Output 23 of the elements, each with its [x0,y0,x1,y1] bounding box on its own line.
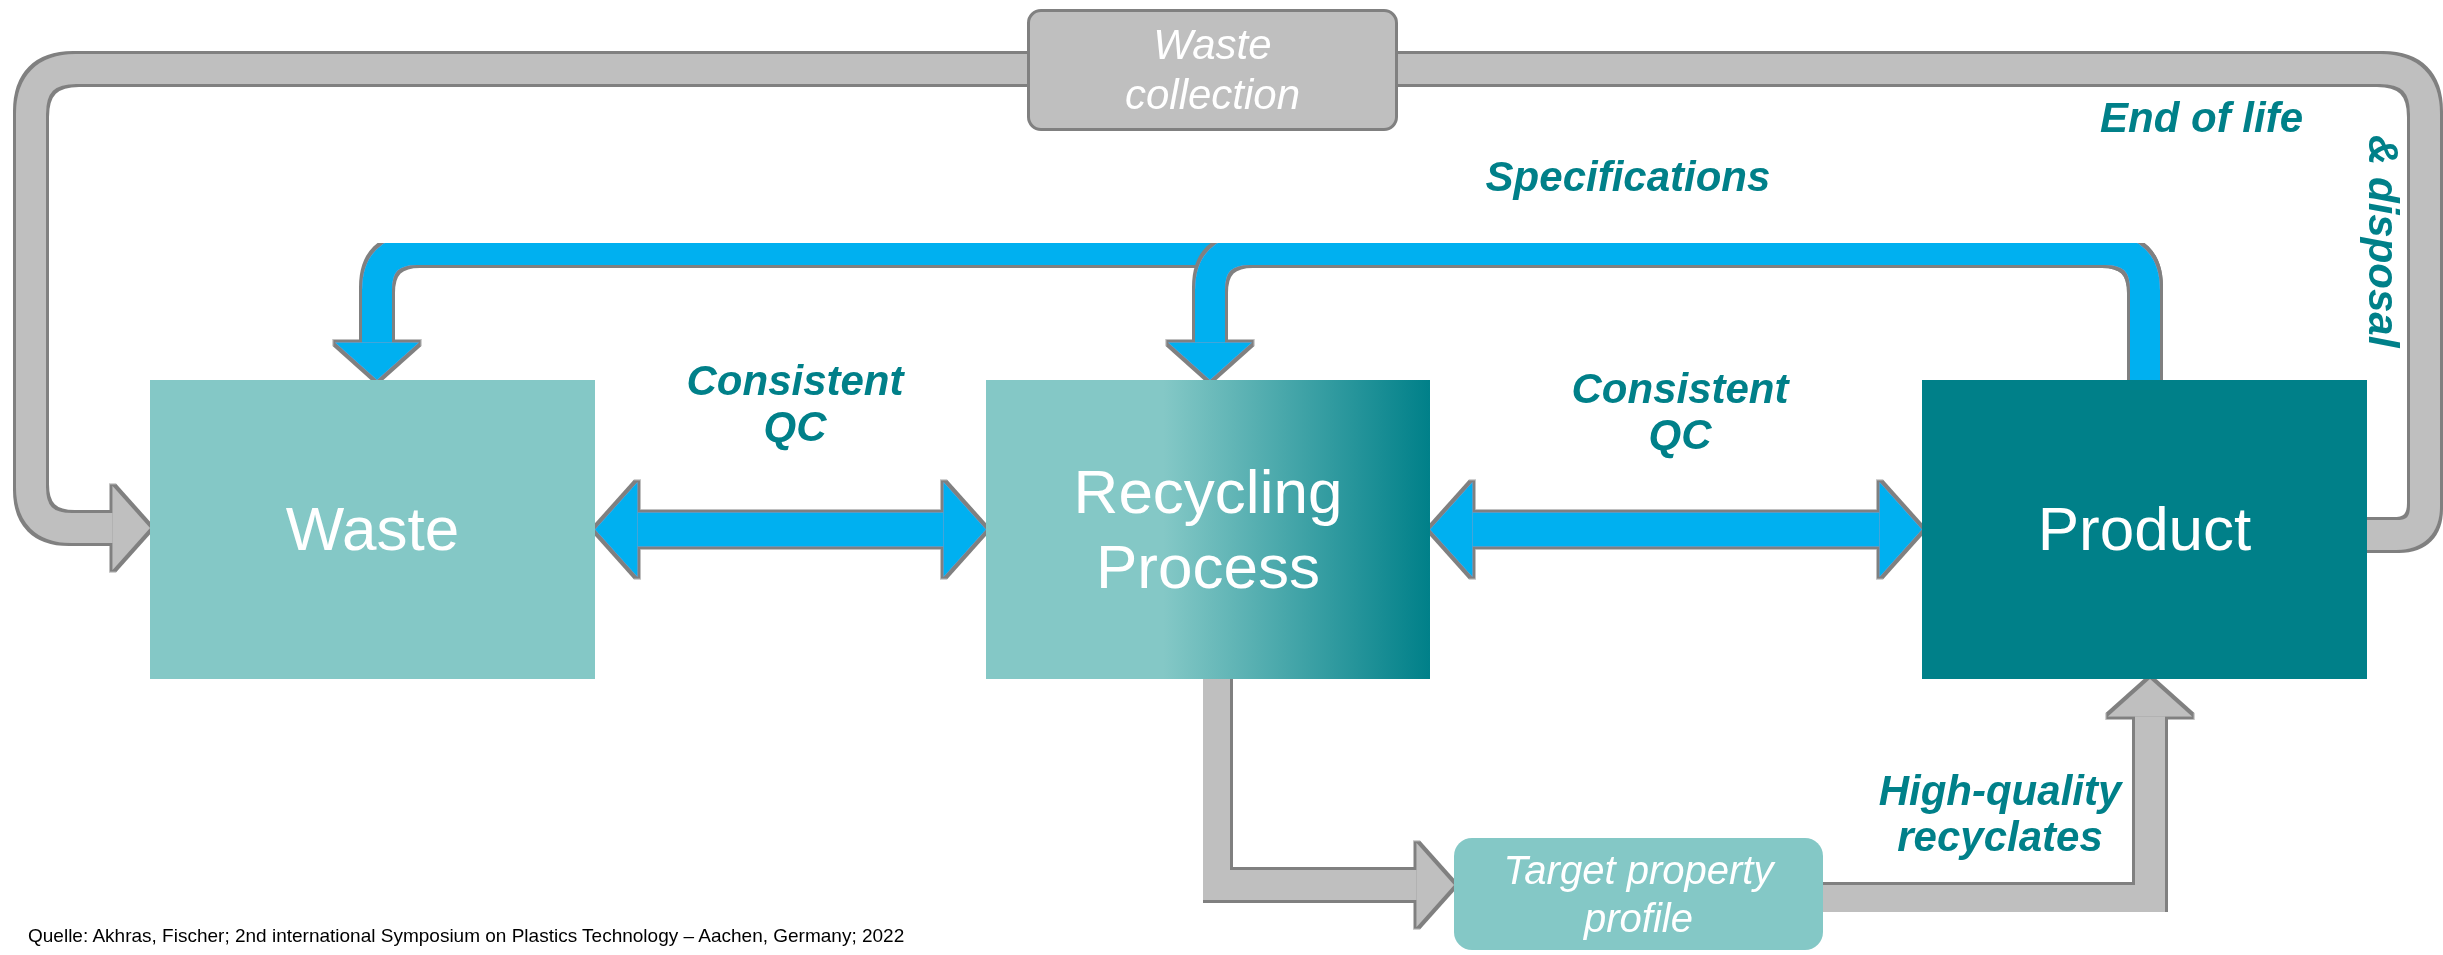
edge-label: Specifications [1484,153,1772,200]
process-box [1922,380,2367,679]
edge-label: Consistent QC [1570,365,1791,458]
block-arrow [1823,679,2192,915]
block-arrow [1430,481,1922,578]
block-arrow [1168,235,2160,380]
stage-label: & disposal [2360,135,2407,348]
box-label: Product [2036,493,2253,566]
process-box [986,380,1430,679]
process-box [1027,9,1398,131]
edge-label: High-quality recyclates [1877,767,2124,860]
stage-label: End of life [2100,95,2303,142]
block-arrow [1200,679,1454,927]
box-label: Waste collection [1123,19,1302,120]
block-arrow [16,54,1027,570]
box-label: Target property profile [1502,847,1777,942]
block-arrow [595,481,986,578]
process-box [150,380,595,679]
box-label: Waste [284,493,461,566]
process-box [1454,838,1823,950]
box-label: Recycling Process [1072,456,1344,603]
source-note: Quelle: Akhras, Fischer; 2nd international Symposium on Plastics Technology – Aachen, Germany; 2022 [28,925,905,947]
edge-label: Consistent QC [685,357,906,450]
